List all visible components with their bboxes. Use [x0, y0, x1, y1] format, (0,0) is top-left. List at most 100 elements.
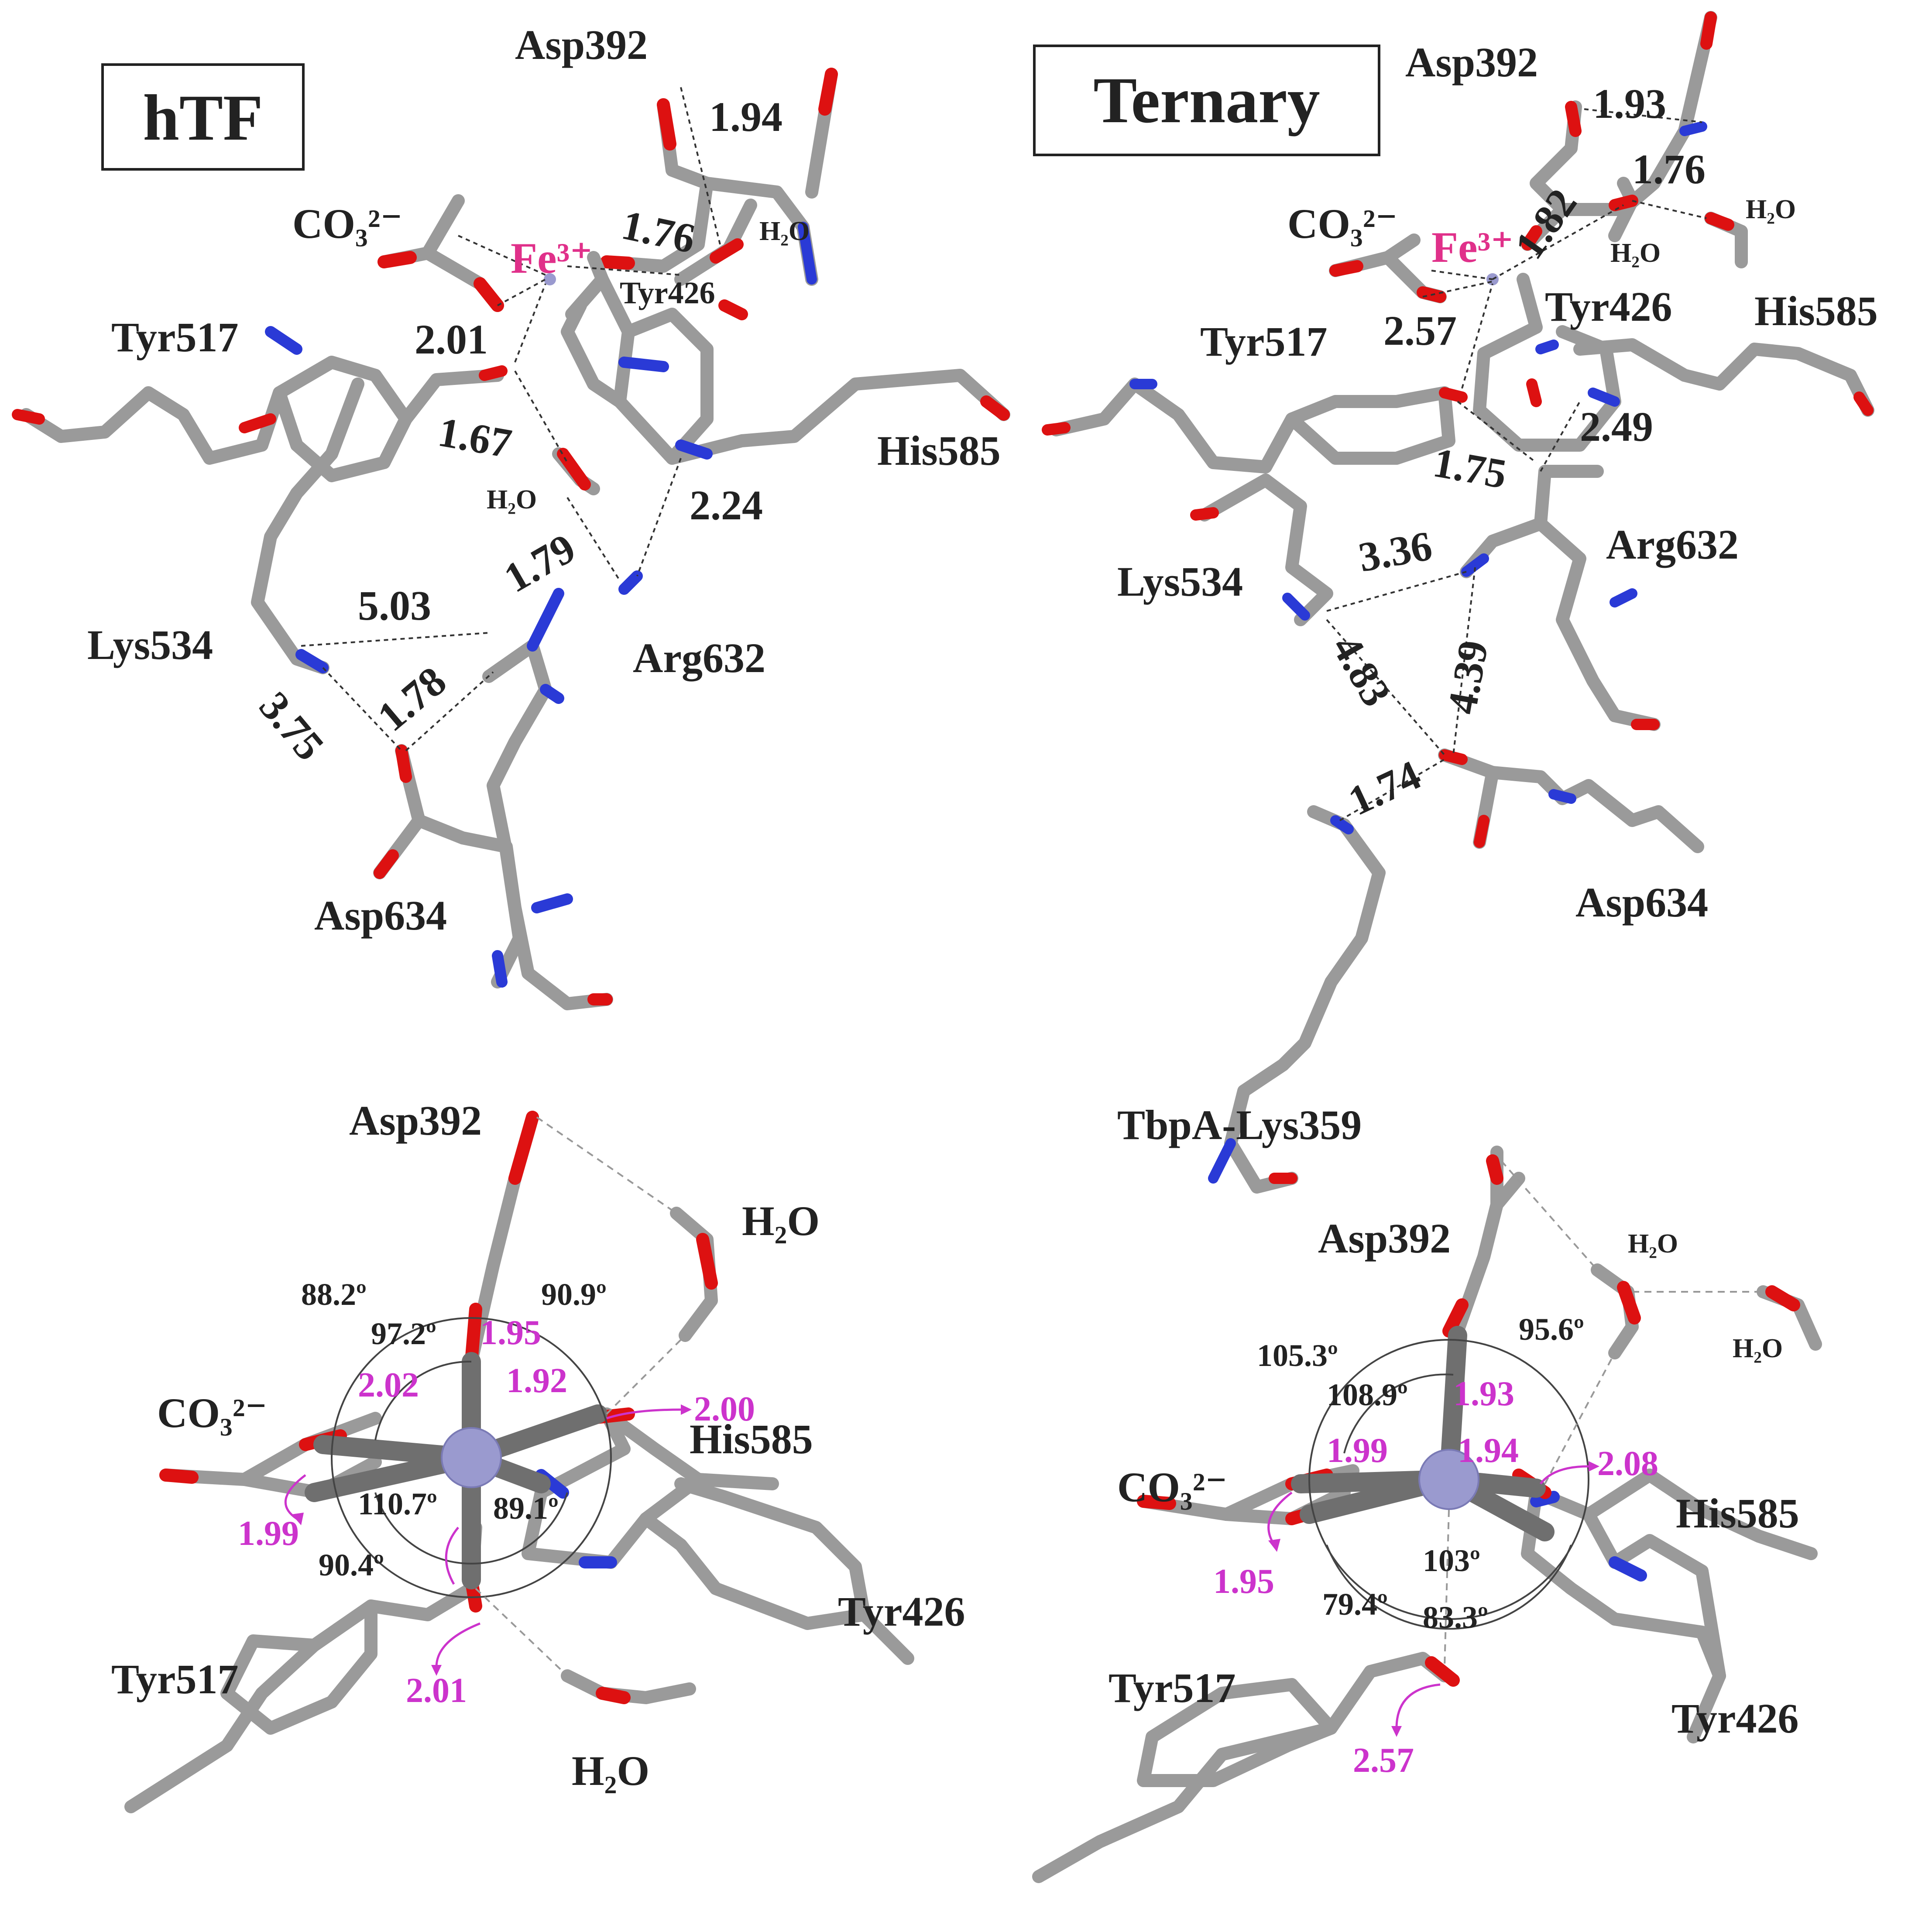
ternary-dist-7: 3.36	[1355, 522, 1435, 581]
htf-coord-label-tyr426: Tyr426	[838, 1588, 965, 1635]
ternary-label-asp634: Asp634	[1575, 879, 1708, 926]
ternary-dist-1: 1.93	[1593, 80, 1666, 127]
htf-angle-6: 90.4º	[319, 1548, 384, 1582]
panel-ternary-coordination: Asp392 His585 Tyr426 Tyr517 H₂O H₂O CO₃²…	[1032, 1146, 1822, 1883]
ternary-coord-sticks	[1032, 1146, 1822, 1883]
ternary-dist-5: 1.75	[1430, 439, 1510, 498]
ternary-coord-label-tyr517: Tyr517	[1109, 1664, 1236, 1711]
ternary-title-box	[1033, 45, 1380, 156]
htf-dist-7: 5.03	[358, 582, 431, 629]
ternary-label-carbonate: CO₃²⁻	[1287, 200, 1397, 247]
ternary-label-tyr426: Tyr426	[1545, 283, 1672, 330]
ternary-bond-len-1: 1.93	[1453, 1375, 1514, 1413]
htf-label-tyr426: Tyr426	[620, 275, 715, 310]
htf-coord-label-water-1: H₂O	[742, 1198, 820, 1244]
ternary-title: Ternary	[1093, 64, 1320, 137]
ternary-label-arg632: Arg632	[1606, 521, 1739, 568]
htf-title: hTF	[143, 82, 263, 154]
htf-dist-1: 1.94	[709, 93, 782, 140]
htf-coord-label-asp392: Asp392	[349, 1097, 482, 1144]
htf-bond-len-3: 1.92	[506, 1362, 567, 1400]
htf-bond-len-4: 2.00	[694, 1390, 755, 1428]
htf-bond-len-2: 2.02	[358, 1366, 419, 1404]
htf-dist-2: 1.76	[618, 201, 700, 262]
htf-bond-len-1: 1.95	[480, 1314, 541, 1352]
ternary-angle-2: 95.6º	[1519, 1312, 1584, 1347]
htf-label-asp634: Asp634	[314, 892, 447, 939]
ternary-coord-label-tyr426: Tyr426	[1671, 1695, 1799, 1742]
htf-angle-4: 110.7º	[358, 1486, 437, 1521]
ternary-dist-10: 1.74	[1342, 751, 1428, 824]
htf-dist-9: 3.75	[251, 683, 333, 769]
htf-label-carbonate: CO₃²⁻	[292, 200, 402, 247]
htf-angle-1: 88.2º	[301, 1277, 367, 1312]
ternary-angle-3: 108.9º	[1327, 1377, 1408, 1412]
ternary-stick-model	[1042, 11, 1874, 1194]
ternary-coord-label-asp392: Asp392	[1318, 1215, 1451, 1262]
htf-bond-len-6: 2.01	[406, 1671, 467, 1710]
ternary-coord-arrows	[1267, 1461, 1599, 1737]
htf-angle-2: 97.2º	[371, 1316, 436, 1351]
ternary-coord-fe-atom	[1418, 1449, 1479, 1510]
htf-angle-5: 89.1º	[493, 1491, 559, 1526]
htf-label-water-1: H₂O	[759, 216, 810, 246]
ternary-angle-6: 83.3º	[1423, 1600, 1488, 1635]
panel-htf-coordination: Asp392 His585 Tyr426 Tyr517 H₂O H₂O CO₃²…	[111, 1097, 965, 1813]
htf-label-fe: Fe³⁺	[511, 234, 593, 282]
htf-label-his585: His585	[877, 427, 1001, 474]
htf-dist-3: 2.01	[415, 316, 488, 363]
htf-label-lys534: Lys534	[87, 621, 213, 668]
htf-label-tyr517: Tyr517	[111, 314, 239, 360]
ternary-dist-9: 4.39	[1438, 637, 1497, 717]
htf-dist-4: 1.67	[435, 408, 515, 467]
htf-coord-fe-atom	[441, 1427, 502, 1488]
htf-angle-3: 90.9º	[541, 1277, 607, 1312]
ternary-label-asp392: Asp392	[1405, 39, 1538, 86]
ternary-bond-len-6: 2.57	[1353, 1741, 1414, 1780]
ternary-hbonds	[1326, 108, 1707, 821]
ternary-label-tyr517: Tyr517	[1200, 318, 1328, 365]
htf-label-arg632: Arg632	[633, 635, 765, 681]
panel-htf: hTF	[12, 21, 1010, 1010]
htf-title-box	[101, 63, 305, 171]
htf-dist-8: 1.78	[369, 657, 455, 740]
htf-fe-atom	[544, 273, 556, 285]
ternary-coord-label-carbonate: CO₃²⁻	[1117, 1464, 1227, 1510]
ternary-dist-4: 2.57	[1383, 307, 1457, 354]
ternary-dist-3: 1.82	[1506, 180, 1586, 267]
ternary-dist-8: 4.83	[1323, 627, 1400, 714]
ternary-bond-len-3: 1.94	[1458, 1431, 1519, 1470]
ternary-dist-6: 2.49	[1580, 403, 1653, 450]
ternary-label-his585: His585	[1754, 288, 1878, 334]
ternary-label-lys534: Lys534	[1117, 558, 1243, 605]
htf-coord-label-his585: His585	[690, 1416, 813, 1462]
htf-label-water-2: H₂O	[487, 485, 537, 515]
ternary-dist-2: 1.76	[1632, 146, 1706, 192]
panel-ternary: Ternary	[1033, 11, 1878, 1194]
htf-coord-label-water-2: H₂O	[572, 1747, 649, 1794]
ternary-angle-1: 105.3º	[1257, 1338, 1338, 1373]
htf-dist-5: 2.24	[690, 482, 763, 528]
ternary-bond-len-2: 1.99	[1327, 1431, 1388, 1470]
htf-dist-6: 1.79	[496, 525, 583, 602]
htf-stick-model	[12, 68, 1010, 1010]
ternary-coord-label-water-1: H₂O	[1628, 1229, 1678, 1259]
ternary-label-tbpa-lys359: TbpA-Lys359	[1117, 1102, 1362, 1148]
ternary-label-fe: Fe³⁺	[1431, 223, 1513, 271]
ternary-label-water-2: H₂O	[1610, 238, 1661, 268]
ternary-label-water-1: H₂O	[1746, 195, 1796, 224]
htf-bond-len-5: 1.99	[238, 1514, 299, 1553]
htf-coord-arrows	[284, 1404, 692, 1676]
htf-hbonds	[301, 87, 721, 752]
htf-label-asp392: Asp392	[515, 21, 648, 68]
htf-coord-label-tyr517: Tyr517	[111, 1656, 239, 1702]
ternary-bond-len-5: 1.95	[1213, 1562, 1274, 1601]
ternary-coord-label-his585: His585	[1676, 1490, 1799, 1537]
htf-coord-geometry	[331, 1116, 686, 1677]
ternary-bond-len-4: 2.08	[1597, 1445, 1658, 1483]
ternary-coord-geometry	[1308, 1160, 1763, 1668]
htf-coord-label-carbonate: CO₃²⁻	[157, 1390, 267, 1436]
ternary-angle-5: 79.4º	[1322, 1587, 1388, 1622]
ternary-angle-4: 103º	[1423, 1543, 1480, 1578]
